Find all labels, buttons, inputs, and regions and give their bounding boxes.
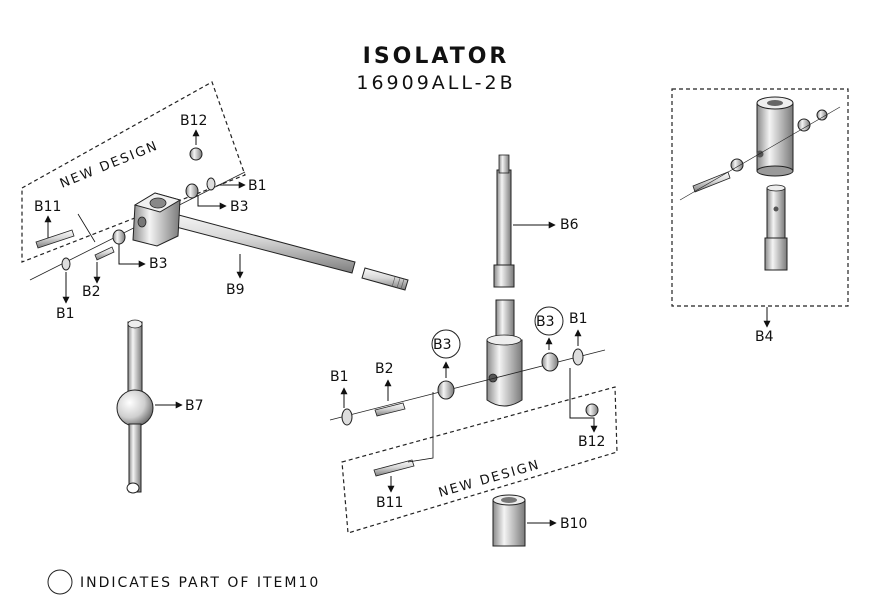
main-body-center [495,299,515,341]
label-b11-top: B11 [34,199,61,215]
label-b7: B7 [185,398,204,414]
label-b12-top: B12 [180,113,207,129]
b4-lower-shaft [766,187,786,239]
label-b1-topleft: B1 [56,306,75,322]
page-title: ISOLATOR [363,44,510,69]
nut-b12-top [189,147,203,161]
label-b3-center-left: B3 [433,337,452,353]
label-b6: B6 [560,217,579,233]
nut-b3-center-right [541,352,559,372]
label-b3-topleft: B3 [149,256,168,272]
item10-circle-b3-right [534,306,564,336]
part-number: 16909ALL-2B [356,72,515,94]
clip-b1-right-top [206,177,216,191]
label-b1-center-left: B1 [330,369,349,385]
label-b2-top: B2 [82,284,101,300]
sleeve-b10 [492,499,526,547]
axis-line-center [329,349,606,421]
label-b1-center-right: B1 [569,311,588,327]
b4-box [671,88,849,307]
shaft-b9 [156,209,356,274]
label-b12-center: B12 [578,434,605,450]
shaft-tip [361,267,409,291]
label-b11-center: B11 [376,495,403,511]
label-b1-topright: B1 [248,178,267,194]
clip-b1-left-center [341,408,353,426]
main-body-lower [486,339,523,407]
new-design-box-top [21,81,246,263]
pin-b2-top [94,246,115,261]
nut-b3-center-left [437,380,455,400]
label-b3-topright: B3 [230,199,249,215]
legend-circle [47,569,73,595]
nut-b12-center [585,403,599,417]
label-b2-center: B2 [375,361,394,377]
label-b9: B9 [226,282,245,298]
ball-b7 [116,389,154,427]
label-b3-center-right: B3 [536,314,555,330]
label-b4: B4 [755,329,774,345]
clip-b1-left-top [61,257,71,271]
clip-b1-right-center [572,348,584,366]
ball-shaft-upper [127,321,143,393]
pin-b2-center [374,402,406,417]
new-design-label-top: NEW DESIGN [58,138,161,191]
item10-circle-b3-left [431,329,461,359]
legend-text: INDICATES PART OF ITEM10 [80,575,320,591]
nut-b3-right-top [185,183,199,199]
b4-upper-block [756,102,794,172]
label-b10: B10 [560,516,587,532]
new-design-box-center [341,386,618,534]
screw-b11-top [35,229,75,249]
nut-b3-left-top [112,229,126,245]
ball-shaft-lower [128,423,142,493]
screw-b11-center [373,459,415,477]
